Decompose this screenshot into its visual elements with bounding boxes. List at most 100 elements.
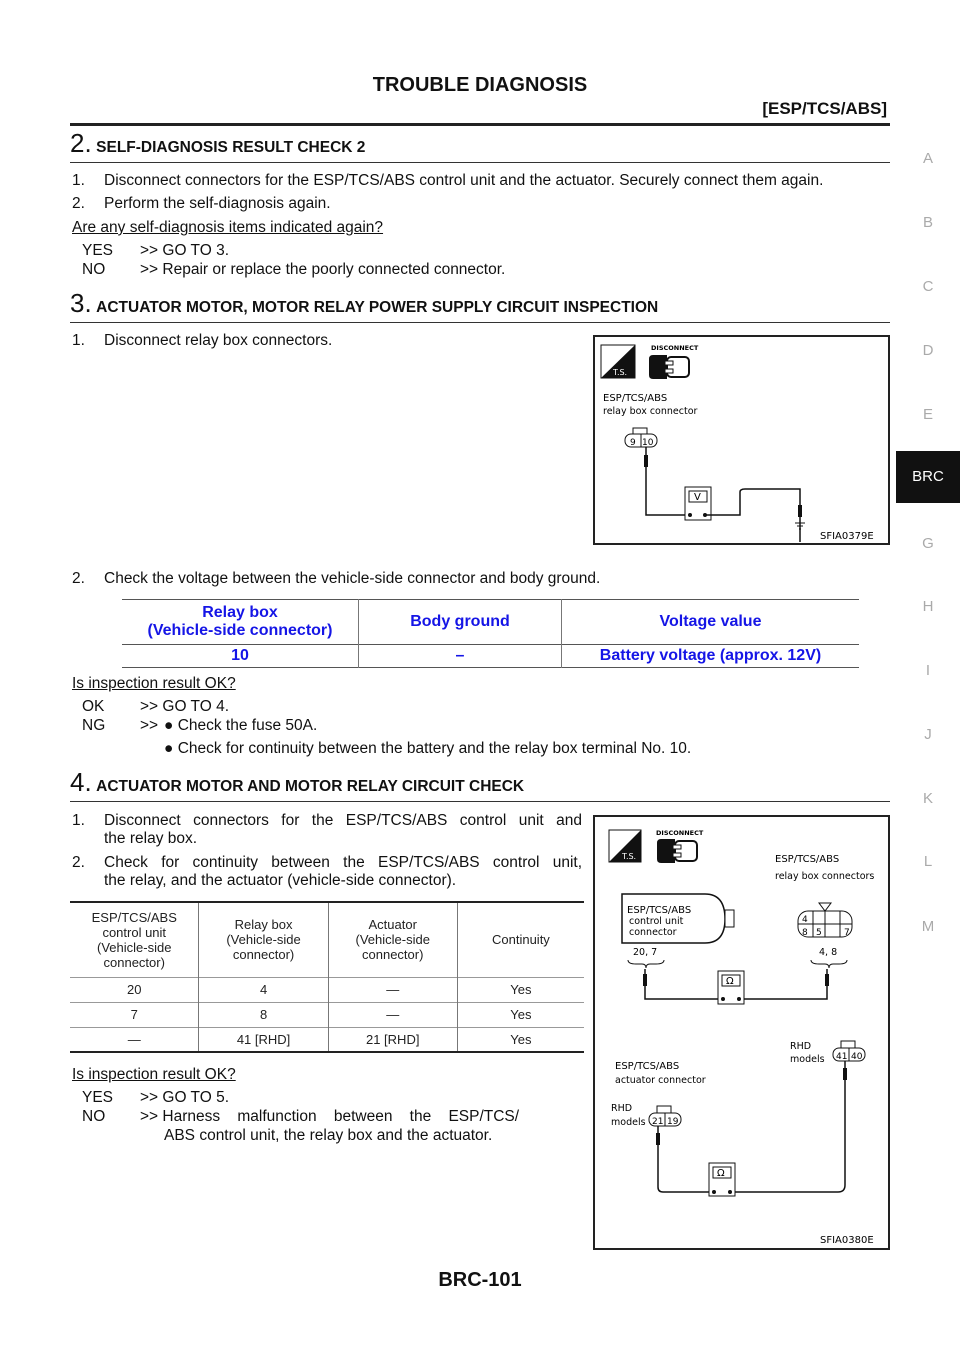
ts-icon: T.S. (608, 829, 642, 863)
answer-text: >> GO TO 4. (140, 698, 230, 715)
header-text: (Vehicle-side (355, 932, 430, 948)
item-number: 2. (72, 195, 85, 212)
item-number: 1. (72, 812, 85, 829)
figure-label: connector (629, 927, 677, 938)
figure-label: control unit (629, 916, 684, 927)
side-tab-l[interactable]: L (923, 853, 933, 870)
figure-code: SFIA0379E (820, 531, 874, 542)
divider (70, 801, 890, 802)
cell: Yes (456, 977, 584, 1002)
pin-label: 7 (844, 928, 850, 938)
answer-text: >> GO TO 5. (140, 1089, 230, 1106)
cell: Yes (456, 1002, 584, 1027)
side-tab-e[interactable]: E (922, 406, 933, 423)
table-header-row: Relay box(Vehicle-side connector) Body g… (122, 599, 859, 645)
answer-text: ABS control unit, the relay box and the … (164, 1127, 493, 1144)
figure-voltage-check: T.S. DISCONNECT ESP/TCS/ABS relay box co… (593, 335, 890, 545)
meter-label: Ω (717, 1168, 725, 1179)
cell: Yes (456, 1027, 584, 1052)
header-text: (Vehicle-side connector) (147, 622, 333, 639)
answer-text: >> Harness malfunction between the ESP/T… (140, 1108, 520, 1125)
bullet-text: Check for continuity between the battery… (177, 740, 692, 757)
side-tab-k[interactable]: K (922, 790, 933, 807)
side-tab-brc[interactable]: BRC (896, 451, 960, 503)
figure-label: ESP/TCS/ABS (615, 1061, 679, 1072)
header-text: Relay box (234, 917, 293, 933)
step2-heading: 2. SELF-DIAGNOSIS RESULT CHECK 2 (70, 128, 365, 159)
cell: — (127, 1031, 141, 1047)
figure-code: SFIA0380E (820, 1235, 874, 1246)
side-tab-b[interactable]: B (922, 214, 933, 231)
item-number: 2. (72, 570, 85, 587)
cell: 21 [RHD] (327, 1027, 458, 1052)
cell: 20 (127, 982, 142, 997)
cell: 41 [RHD] (198, 1027, 329, 1052)
figure-continuity-check: T.S. DISCONNECT ESP/TCS/ABS relay box co… (593, 815, 890, 1250)
disconnect-icon (649, 355, 690, 379)
cell: — (327, 977, 458, 1002)
question: Is inspection result OK? (72, 1066, 236, 1083)
header-text: control unit (102, 924, 167, 940)
answer-key: NO (82, 261, 106, 278)
cell: — (327, 1002, 458, 1027)
ts-icon: T.S. (600, 344, 636, 379)
step3-heading: 3. ACTUATOR MOTOR, MOTOR RELAY POWER SUP… (70, 288, 658, 319)
side-tab-h[interactable]: H (922, 598, 934, 615)
section-subtitle: [ESP/TCS/ABS] (762, 99, 887, 118)
side-tab-i[interactable]: I (925, 662, 931, 679)
header-text: Relay box (202, 604, 278, 621)
figure-label: models (611, 1117, 646, 1128)
step-number: 4. (70, 767, 92, 797)
step-number: 2. (70, 128, 92, 158)
cell: – (358, 644, 562, 668)
divider (70, 322, 890, 323)
header-text: (Vehicle-side (97, 939, 172, 955)
header-cell: Voltage value (561, 599, 859, 645)
pin-label: 10 (642, 438, 654, 448)
side-tab-j[interactable]: J (924, 726, 932, 743)
pin-label: 4, 8 (819, 947, 837, 958)
header-cell: Continuity (456, 902, 584, 977)
pin-label: 4 (802, 915, 808, 925)
page-number: BRC-101 (438, 1269, 522, 1291)
cell: 10 (231, 647, 249, 664)
bullet-icon: ● (164, 740, 174, 757)
cell: Battery voltage (approx. 12V) (561, 644, 859, 668)
side-tab-c[interactable]: C (922, 278, 934, 295)
voltage-table: Relay box(Vehicle-side connector) Body g… (122, 599, 859, 668)
step4-heading: 4. ACTUATOR MOTOR AND MOTOR RELAY CIRCUI… (70, 767, 524, 798)
pin-label: 5 (816, 928, 822, 938)
question: Are any self-diagnosis items indicated a… (72, 219, 384, 236)
side-tab-g[interactable]: G (922, 535, 934, 552)
side-tab-m[interactable]: M (921, 918, 935, 935)
answer-text: >> GO TO 3. (140, 242, 230, 259)
header-text: connector) (103, 954, 165, 970)
instruction: the relay box. (104, 830, 198, 847)
step-title: SELF-DIAGNOSIS RESULT CHECK 2 (96, 139, 366, 156)
table-row: — 41 [RHD]21 [RHD]Yes (70, 1027, 584, 1052)
figure-label: relay box connectors (775, 871, 874, 882)
ground-icon (795, 522, 805, 530)
pin-label: 21 (652, 1117, 663, 1127)
side-tab-a[interactable]: A (922, 150, 933, 167)
side-tab-d[interactable]: D (922, 342, 934, 359)
ts-label: T.S. (621, 852, 636, 861)
divider (70, 162, 890, 163)
answer-key: NO (82, 1108, 106, 1125)
answer-key: YES (82, 1089, 114, 1106)
table-row: 10 – Battery voltage (approx. 12V) (122, 644, 859, 668)
instruction: Disconnect connectors for the ESP/TCS/AB… (104, 812, 582, 829)
header-text: (Vehicle-side (226, 932, 301, 948)
answer-text: >> Repair or replace the poorly connecte… (140, 261, 506, 278)
item-number: 1. (72, 332, 85, 349)
